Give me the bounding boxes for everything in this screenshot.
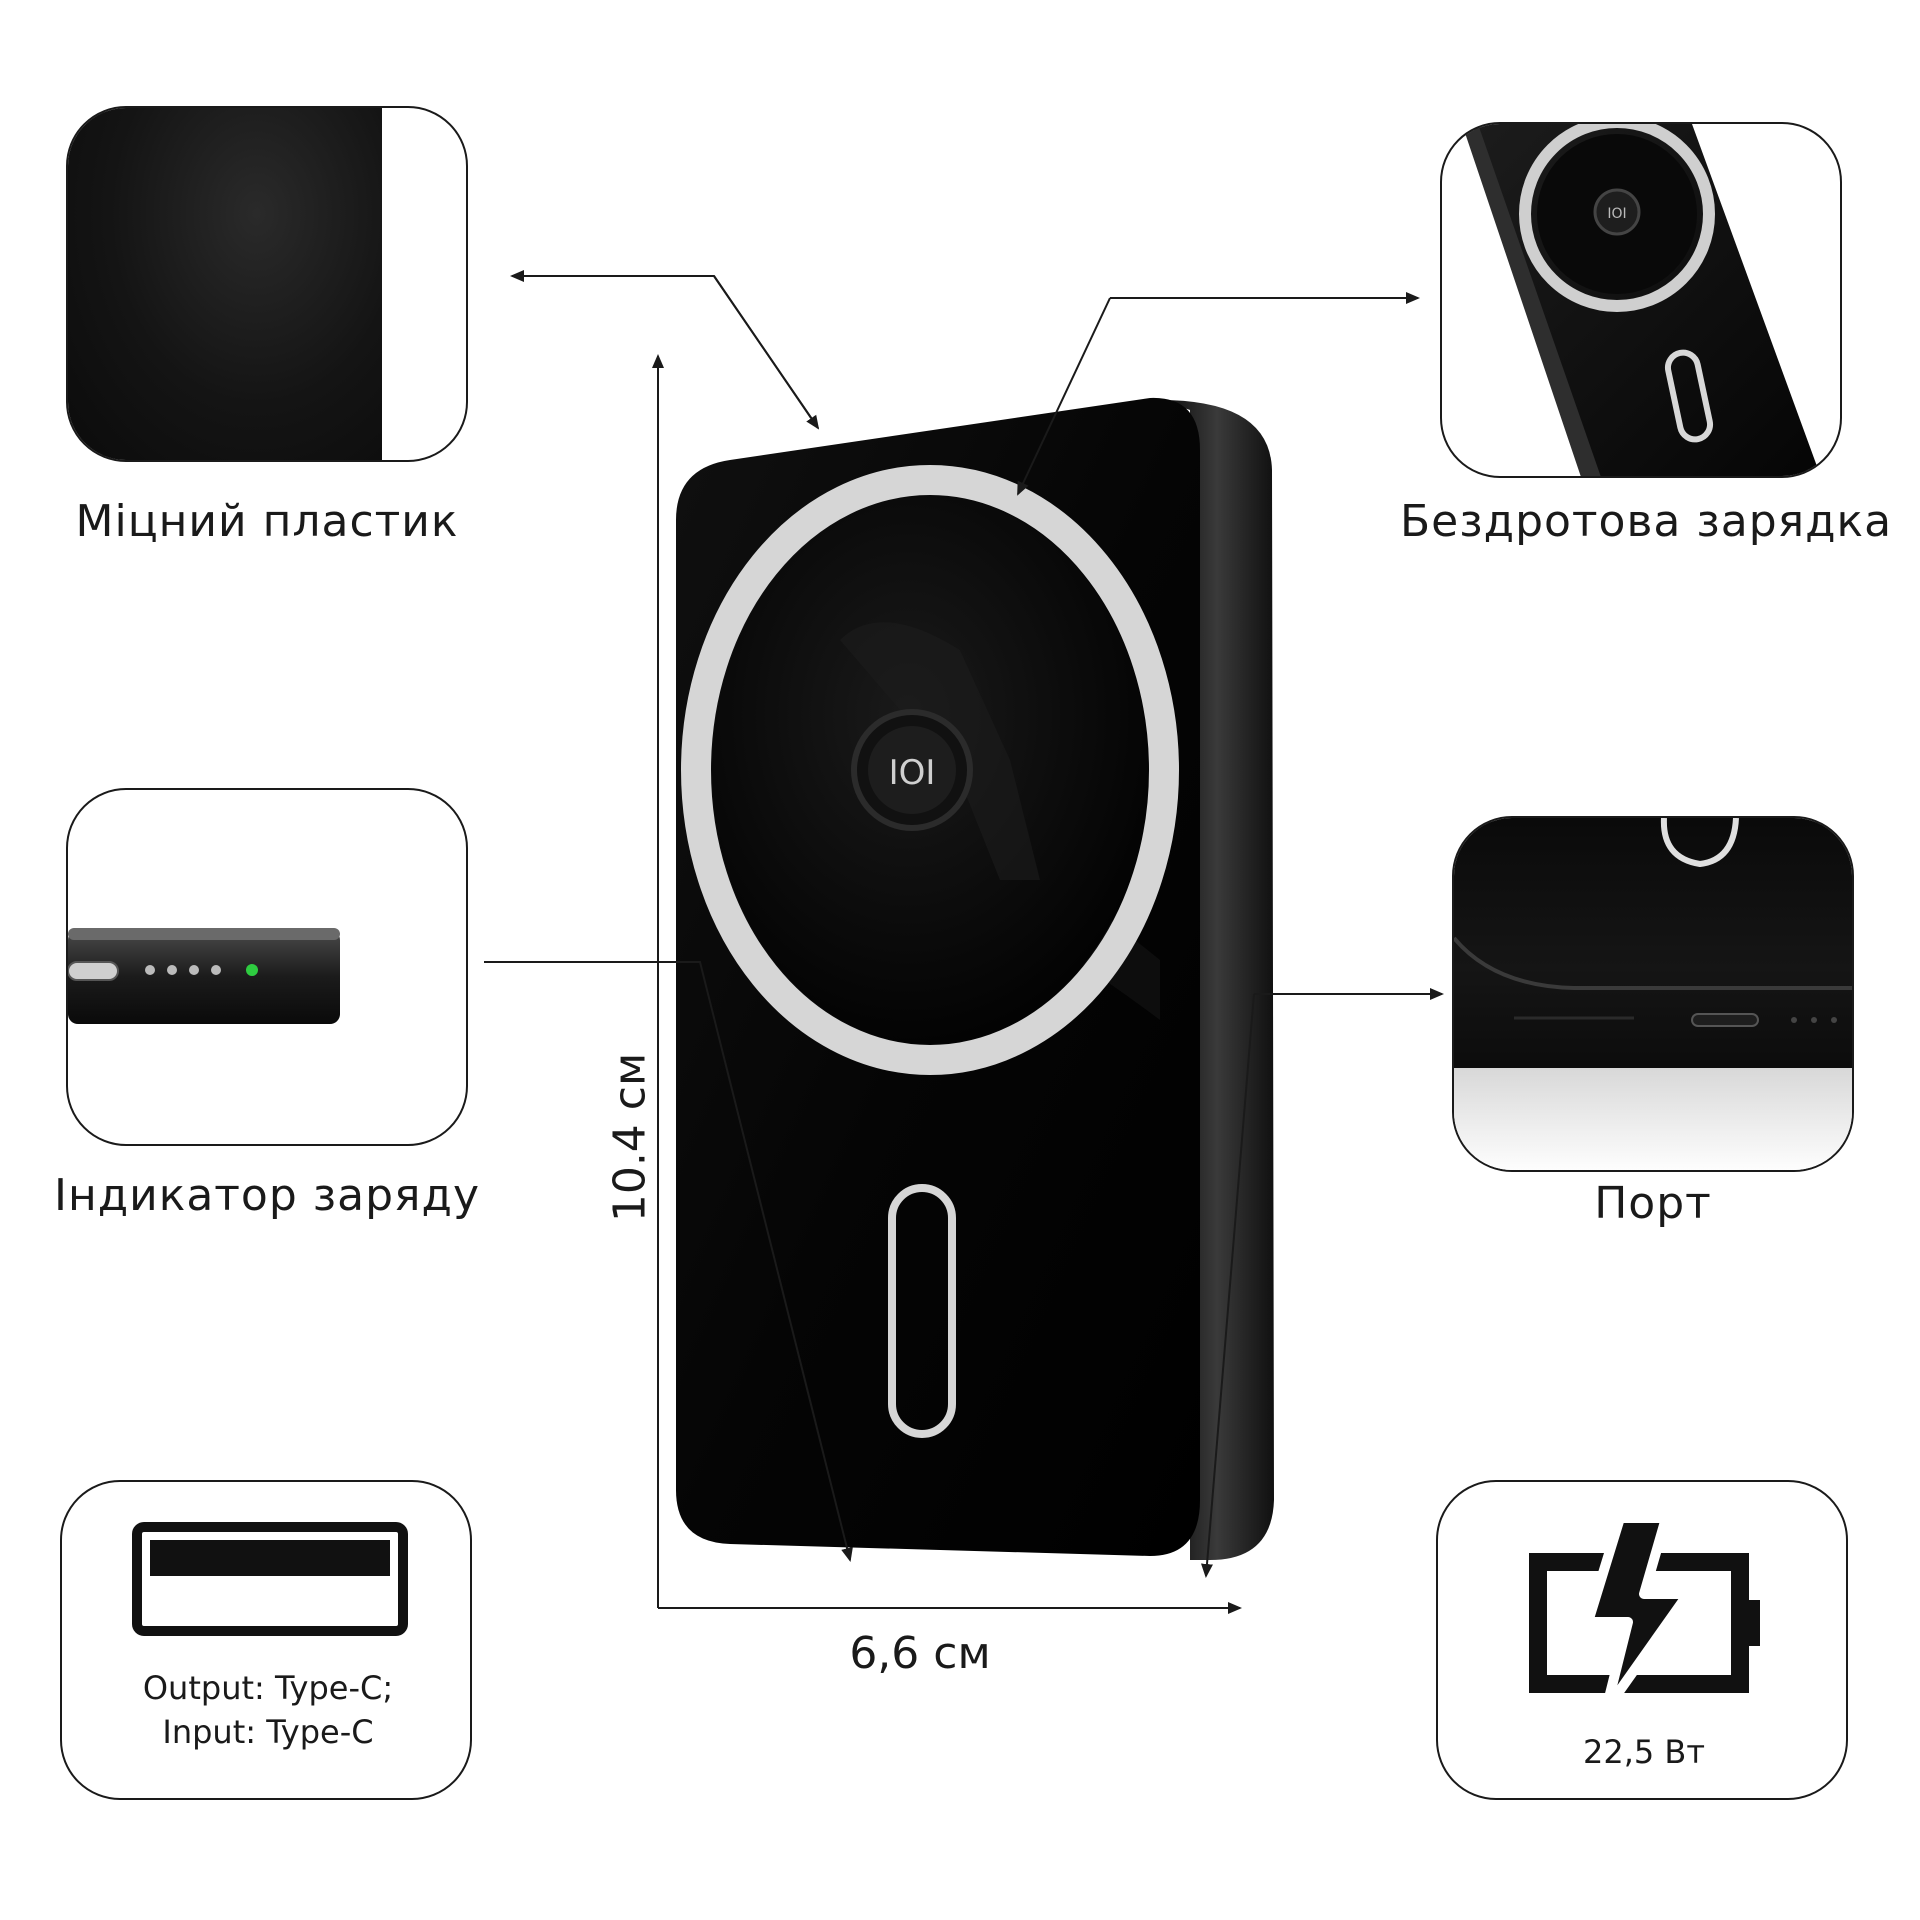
wireless-label: Бездротова зарядка	[1400, 496, 1893, 547]
usb-icon	[132, 1522, 408, 1636]
lightning-bolt-icon	[1583, 1513, 1693, 1715]
charging-battery-icon	[1529, 1513, 1760, 1715]
center-logo-text: IOI	[889, 753, 936, 793]
power-card: 22,5 Вт	[1436, 1480, 1848, 1800]
indicator-pill	[888, 1184, 956, 1438]
input-text: Input: Type-C	[162, 1713, 374, 1751]
height-dimension: 10.4 см	[604, 1052, 656, 1223]
port-closeup	[1454, 818, 1852, 1170]
wireless-closeup: IOI	[1462, 124, 1821, 476]
plastic-card	[66, 106, 468, 462]
led-3	[189, 965, 199, 975]
plastic-label: Міцний пластик	[75, 496, 459, 547]
plastic-texture	[68, 108, 382, 460]
width-dimension: 6,6 см	[849, 1628, 991, 1679]
indicator-closeup	[68, 928, 340, 1024]
led-active	[246, 964, 258, 976]
wireless-ring	[1519, 124, 1715, 312]
closeup-logo: IOI	[1607, 206, 1626, 222]
output-text: Output: Type-C;	[142, 1669, 394, 1707]
led-1	[145, 965, 155, 975]
usb-c-port	[1691, 1013, 1759, 1027]
port-card	[1452, 816, 1854, 1172]
led-4	[211, 965, 221, 975]
led-2	[167, 965, 177, 975]
power-text: 22,5 Вт	[1582, 1733, 1705, 1771]
port-label: Порт	[1594, 1178, 1712, 1229]
magnetic-ring	[681, 465, 1179, 1075]
wireless-card: IOI	[1440, 122, 1842, 478]
interface-card: Output: Type-C; Input: Type-C	[60, 1480, 472, 1800]
indicator-card	[66, 788, 468, 1146]
indicator-label: Індикатор заряду	[54, 1170, 480, 1221]
